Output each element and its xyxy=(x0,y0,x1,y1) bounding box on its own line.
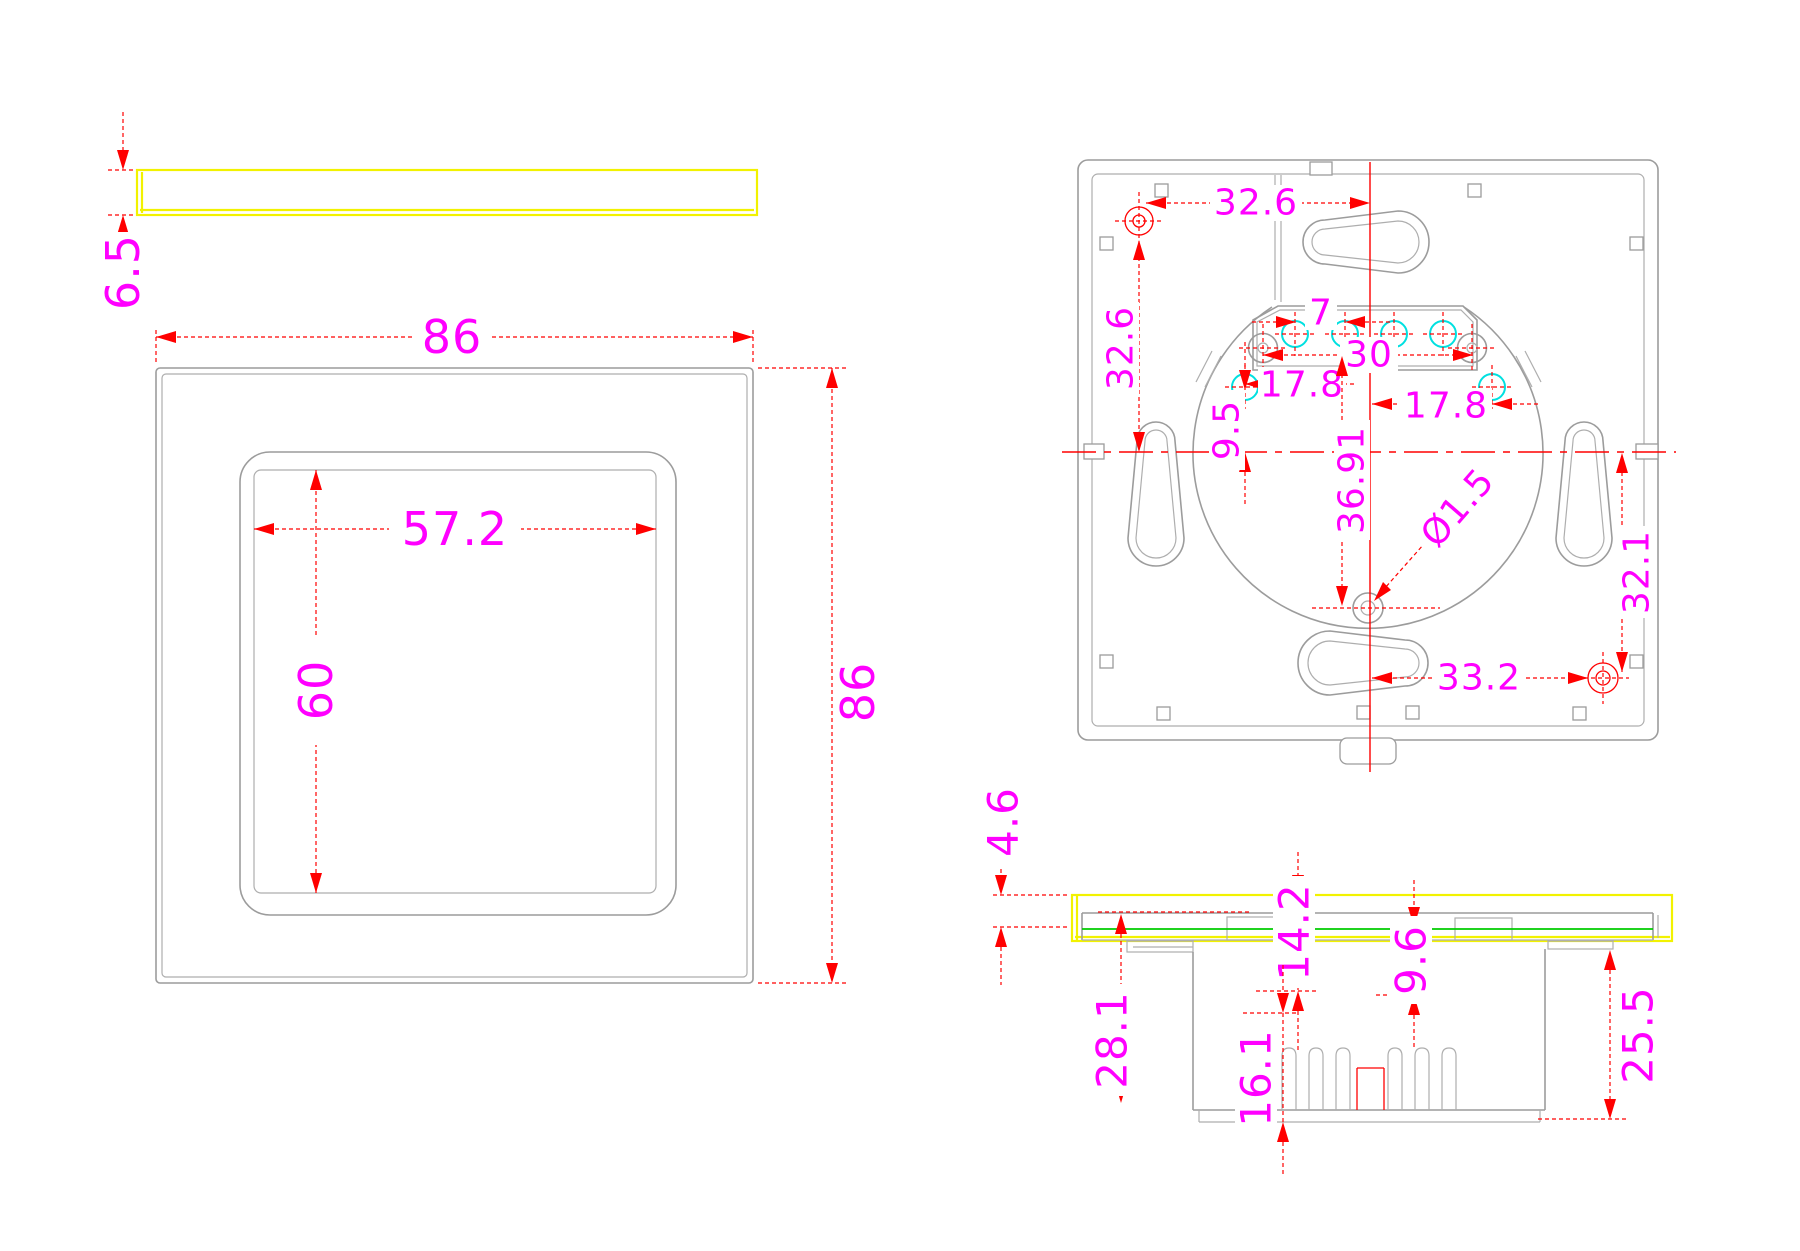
dim-offset-left: 17.8 xyxy=(1245,365,1356,406)
dim-label-pin-length: 16.1 xyxy=(1232,1029,1281,1127)
dim-label-offset-right: 17.8 xyxy=(1404,386,1488,427)
circle-slit-right xyxy=(1515,350,1542,388)
dim-label-corner-hole-x: 33.2 xyxy=(1437,658,1521,699)
dim-glass-gap: 4.6 xyxy=(979,778,1068,985)
dim-label-body-depth: 25.5 xyxy=(1614,986,1663,1084)
mounting-slot-top xyxy=(1302,210,1430,274)
circle-slit-left xyxy=(1195,350,1222,388)
dim-glass-thickness: 6.5 xyxy=(96,112,150,312)
glass-strip-outline xyxy=(135,168,759,217)
dim-label-terminal-pitch: 7 xyxy=(1309,293,1333,334)
dim-label-corner-hole-y: 32.1 xyxy=(1617,530,1658,614)
dim-body-depth: 25.5 xyxy=(1538,950,1663,1120)
terminal-pin xyxy=(1414,1047,1430,1110)
dim-label-touch-width: 57.2 xyxy=(402,502,508,556)
dim-pin-length: 16.1 xyxy=(1232,965,1298,1175)
dim-label-front-width: 86 xyxy=(422,310,483,364)
front-view: 86 86 57.2 xyxy=(155,310,885,984)
terminal-pin xyxy=(1308,1047,1324,1110)
dim-label-touch-height: 60 xyxy=(289,660,343,721)
clip-square xyxy=(1099,654,1114,669)
mounting-ear-right xyxy=(1547,940,1614,950)
dim-total-depth: 28.1 xyxy=(1088,914,1137,1103)
mounting-ear-left xyxy=(1126,940,1194,953)
screw-hole-top-left xyxy=(1115,192,1163,250)
front-outer-frame xyxy=(155,367,754,984)
center-pilot-hole xyxy=(1312,592,1440,624)
dim-hole-offset-x: 32.6 xyxy=(1146,183,1370,224)
dim-label-front-height: 86 xyxy=(831,662,885,723)
dim-label-hole-offset-y: 32.6 xyxy=(1101,306,1142,390)
dim-front-height: 86 xyxy=(758,367,885,984)
dim-label-offset-left: 17.8 xyxy=(1260,365,1344,406)
dim-label-glass-thickness: 6.5 xyxy=(96,234,150,310)
front-outer-frame-inner xyxy=(161,373,748,978)
dim-touch-height: 60 xyxy=(289,470,343,893)
screw-terminal-right xyxy=(1448,324,1496,372)
terminal-pin xyxy=(1281,1047,1297,1110)
clip-square xyxy=(1099,236,1114,251)
clip-square xyxy=(1309,161,1333,176)
dim-center-hole-dia: Ø1.5 xyxy=(1374,456,1506,601)
dim-label-terminal-span: 30 xyxy=(1345,335,1393,376)
glass-panel-side-strip xyxy=(135,168,759,217)
terminal-block xyxy=(1252,305,1478,371)
dim-corner-hole-x: 33.2 xyxy=(1372,658,1588,699)
terminal-pin xyxy=(1387,1047,1403,1110)
dim-label-center-hole-drop: 36.91 xyxy=(1332,426,1373,534)
front-inner-frame xyxy=(239,451,677,916)
clip-square xyxy=(1629,654,1644,669)
back-view: 32.6 32.6 7 30 xyxy=(1062,159,1676,772)
side-view: 4.6 28.1 14.2 xyxy=(979,778,1674,1175)
clip-square xyxy=(1356,705,1371,720)
dim-offset-right: 17.8 xyxy=(1372,386,1540,427)
dim-touch-width: 57.2 xyxy=(254,502,656,556)
clip-square xyxy=(1156,706,1171,721)
clip-square xyxy=(1154,183,1169,198)
bottom-tab xyxy=(1339,737,1397,765)
terminal-pin xyxy=(1441,1047,1457,1110)
dim-label-terminal-drop: 9.5 xyxy=(1207,400,1248,460)
clip-square xyxy=(1405,705,1420,720)
dim-corner-hole-y: 32.1 xyxy=(1616,453,1658,672)
dim-center-hole-drop: 36.91 xyxy=(1332,356,1373,606)
terminal-pins xyxy=(1281,1047,1457,1110)
dim-frame-depth: 14.2 xyxy=(1256,852,1319,1050)
led-window xyxy=(1356,1067,1385,1110)
dim-terminal-span: 30 xyxy=(1263,335,1473,376)
screw-terminal-left xyxy=(1239,324,1287,372)
dim-pcb-drop: 9.6 xyxy=(1376,880,1436,1050)
dim-front-width: 86 xyxy=(155,310,754,364)
dim-label-total-depth: 28.1 xyxy=(1088,991,1137,1089)
glass-panel-section xyxy=(1070,893,1674,943)
mechanism-circle xyxy=(1192,306,1544,630)
dim-label-glass-gap: 4.6 xyxy=(979,787,1028,857)
clip-square xyxy=(1629,236,1644,251)
mounting-slot-left xyxy=(1127,421,1185,567)
front-touch-area xyxy=(253,469,657,894)
mounting-slot-bottom xyxy=(1297,630,1429,696)
terminal-pin xyxy=(1335,1047,1351,1110)
dim-label-pcb-drop: 9.6 xyxy=(1387,925,1436,995)
dim-terminal-pitch: 7 xyxy=(1252,293,1392,334)
dim-hole-offset-y: 32.6 xyxy=(1101,240,1145,452)
dim-label-hole-offset-x: 32.6 xyxy=(1214,183,1298,224)
dim-terminal-drop: 9.5 xyxy=(1207,342,1251,505)
mounting-slot-right xyxy=(1555,421,1613,567)
dim-label-frame-depth: 14.2 xyxy=(1270,883,1319,981)
clip-square xyxy=(1467,183,1482,198)
clip-square xyxy=(1572,706,1587,721)
